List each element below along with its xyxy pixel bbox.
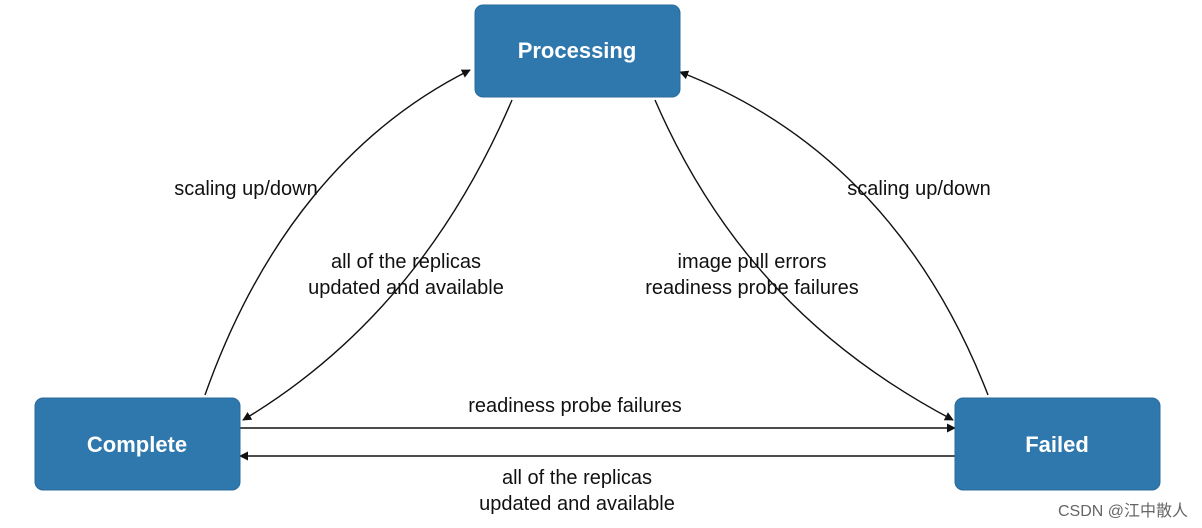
label-processing-to-failed-line2: readiness probe failures [645, 277, 858, 299]
label-failed-to-complete-line2: updated and available [479, 493, 675, 515]
node-complete: Complete [34, 397, 241, 491]
edge-processing-to-complete [242, 99, 513, 421]
watermark: CSDN @江中散人 [1058, 502, 1188, 520]
node-failed: Failed [954, 397, 1161, 491]
label-processing-to-failed-line1: image pull errors [678, 251, 827, 273]
label-failed-to-processing: scaling up/down [847, 178, 990, 200]
label-complete-to-failed: readiness probe failures [468, 395, 681, 417]
node-complete-label: Complete [87, 432, 187, 457]
node-failed-label: Failed [1025, 432, 1089, 457]
label-complete-to-processing: scaling up/down [174, 178, 317, 200]
label-processing-to-complete-line2: updated and available [308, 277, 504, 299]
node-processing: Processing [474, 4, 681, 98]
edge-complete-to-processing [204, 69, 471, 396]
label-failed-to-complete-line1: all of the replicas [502, 467, 652, 489]
edge-processing-to-failed [654, 99, 954, 421]
edge-failed-to-processing [679, 70, 989, 396]
label-processing-to-complete-line1: all of the replicas [331, 251, 481, 273]
node-processing-label: Processing [518, 38, 637, 63]
